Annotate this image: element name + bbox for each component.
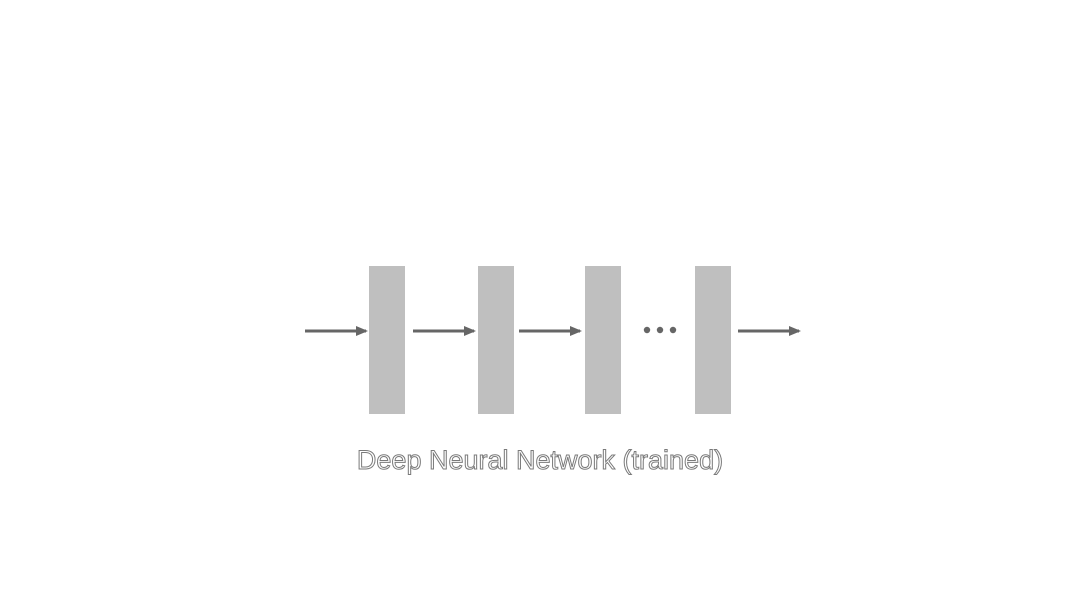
layer-block-final [695,266,731,414]
layer-block-3 [585,266,621,414]
ellipsis-dot [669,326,677,334]
layer-block-1 [369,266,405,414]
ellipsis-dots [643,326,677,334]
ellipsis-dot [656,326,664,334]
diagram-caption: Deep Neural Network (trained) [356,445,724,476]
layer-block-2 [478,266,514,414]
ellipsis-dot [643,326,651,334]
